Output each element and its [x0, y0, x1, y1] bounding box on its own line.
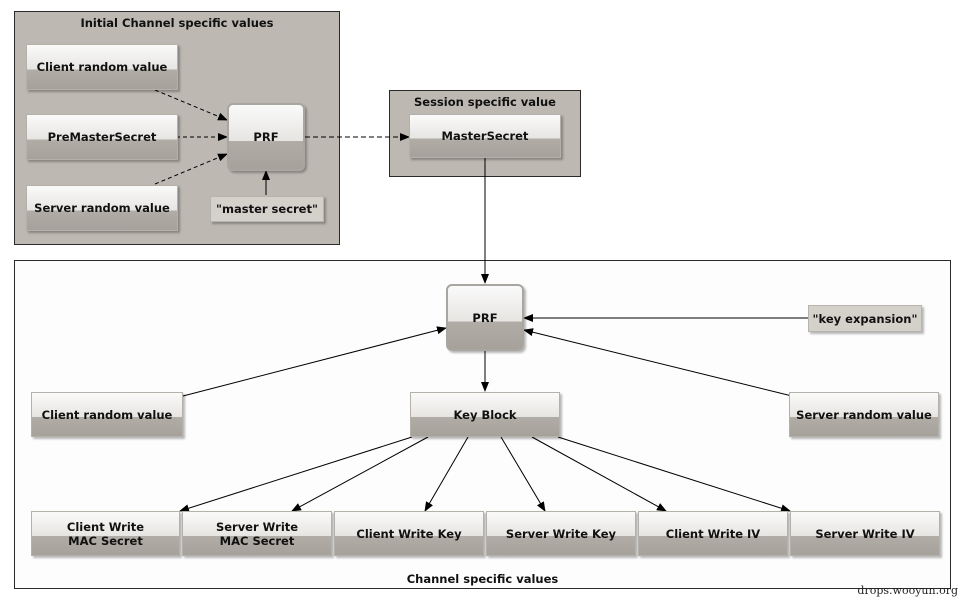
premaster-secret-node: PreMasterSecret [26, 114, 178, 160]
key-block-node: Key Block [410, 392, 560, 437]
server-random-value-node-2: Server random value [789, 392, 939, 437]
master-secret-node: MasterSecret [409, 114, 561, 158]
session-title: Session specific value [414, 95, 556, 109]
channel-title: Channel specific values [406, 572, 559, 586]
client-write-iv-node: Client Write IV [638, 511, 788, 556]
client-random-value-node-2: Client random value [31, 392, 183, 437]
prf-node-initial: PRF [227, 103, 305, 171]
master-secret-label-node: "master secret" [210, 196, 324, 222]
key-expansion-label-node: "key expansion" [808, 305, 922, 332]
initial-channel-title: Initial Channel specific values [80, 16, 274, 30]
server-random-value-node: Server random value [26, 185, 178, 231]
client-random-value-node: Client random value [26, 44, 178, 90]
prf-node-channel: PRF [446, 284, 524, 351]
server-write-key-node: Server Write Key [486, 511, 636, 556]
server-write-iv-node: Server Write IV [790, 511, 940, 556]
client-write-key-node: Client Write Key [334, 511, 484, 556]
watermark: drops.wooyun.org [857, 584, 958, 597]
